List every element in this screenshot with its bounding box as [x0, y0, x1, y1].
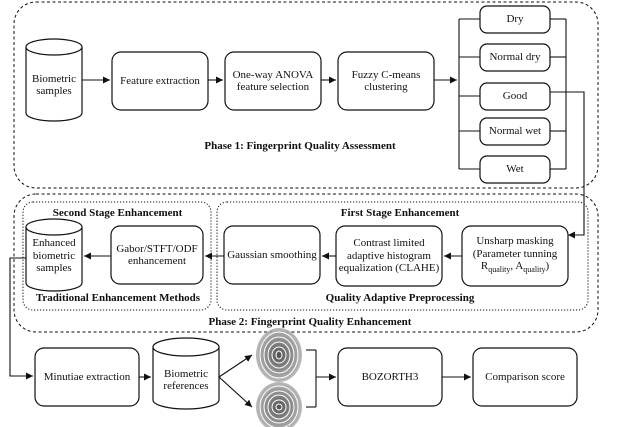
phase1-container [13, 1, 599, 189]
gaussian-label: Gaussian smoothing [227, 248, 317, 261]
gaussian-box [223, 225, 321, 285]
biometric-samples-label: Biometric samples [32, 72, 76, 98]
r-quality-symbol: R [480, 260, 489, 273]
fcm-box [337, 51, 435, 111]
anova-box [224, 51, 322, 111]
minutiae-label: Minutiae extraction [43, 370, 131, 383]
phase2-container [13, 193, 599, 333]
class-label-good: Good [502, 90, 528, 103]
a-quality-subscript: quality [523, 265, 546, 275]
class-label-wet: Wet [506, 163, 524, 176]
r-quality-subscript: quality [488, 265, 511, 275]
unsharp-label: Unsharp masking (Parameter tunning Rqual… [462, 226, 568, 286]
unsharp-line2: (Parameter tunning [472, 247, 558, 260]
anova-label: One-way ANOVA feature selection [232, 68, 314, 94]
first-stage-container [216, 201, 589, 311]
feature-extraction-label: Feature extraction [120, 74, 200, 87]
gabor-label: Gabor/STFT/ODF enhancement [116, 242, 198, 268]
first-stage-title: First Stage Enhancement [340, 206, 460, 219]
fingerprint-image-bottom [256, 382, 302, 427]
fcm-label: Fuzzy C-means clustering [351, 68, 421, 94]
enhanced-samples-label: Enhanced biometric samples [32, 237, 76, 275]
comparison-score-box [472, 347, 578, 407]
clahe-label: Contrast limited adaptive histogram equa… [338, 237, 440, 275]
fingerprint-image-top [256, 328, 302, 382]
class-label-normal-wet: Normal wet [488, 125, 542, 138]
score-label: Comparison score [485, 370, 565, 383]
phase2-title: Phase 2: Fingerprint Quality Enhancement [208, 315, 412, 328]
feature-extraction-box [111, 51, 209, 111]
gabor-box [110, 225, 204, 285]
biometric-samples-db [25, 38, 83, 122]
unsharp-params: Rquality, Aquality) [480, 260, 550, 275]
bozorth-label: BOZORTH3 [361, 370, 419, 383]
phase1-title: Phase 1: Fingerprint Quality Assessment [204, 139, 396, 152]
second-stage-title: Second Stage Enhancement [52, 206, 183, 219]
enhanced-samples-db [25, 218, 83, 292]
traditional-caption: Traditional Enhancement Methods [35, 291, 201, 304]
biometric-references-db [152, 337, 220, 410]
class-label-dry: Dry [506, 13, 524, 26]
class-label-normal-dry: Normal dry [489, 51, 541, 64]
references-label: Biometric references [163, 367, 209, 393]
a-quality-symbol: A [515, 260, 524, 273]
second-stage-container [22, 201, 212, 311]
adaptive-caption: Quality Adaptive Preprocessing [325, 291, 475, 304]
unsharp-line1: Unsharp masking [476, 235, 554, 248]
